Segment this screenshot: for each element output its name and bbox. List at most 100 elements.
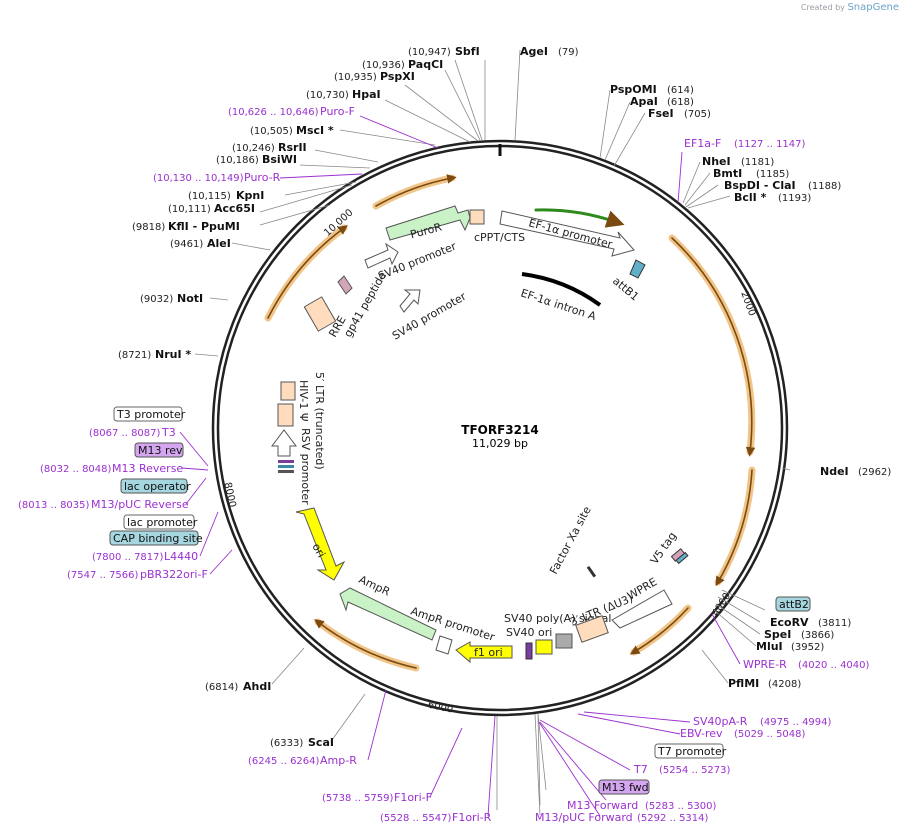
ndei-name[interactable]: NdeI <box>820 465 849 478</box>
kpni-name[interactable]: KpnI <box>236 189 264 202</box>
feature-wpre[interactable] <box>611 589 673 629</box>
t3-name[interactable]: T3 <box>161 426 176 439</box>
feature-ori[interactable] <box>295 507 346 581</box>
t7-name[interactable]: T7 <box>633 763 648 776</box>
feature-ltr5[interactable] <box>277 403 294 427</box>
attb2-box[interactable]: attB2 <box>775 596 811 612</box>
ef1a-f-name[interactable]: EF1a-F <box>684 137 721 150</box>
agei-name[interactable]: AgeI <box>520 45 548 58</box>
feature-gp41[interactable] <box>337 275 353 295</box>
bcli-name[interactable]: BclI * <box>734 191 767 204</box>
noti-name[interactable]: NotI <box>177 292 203 305</box>
cap-binding-site-text: CAP binding site <box>113 532 203 545</box>
t3-promoter-text: T3 promoter <box>116 408 186 421</box>
puro-r-range: (10,130 .. 10,149) <box>153 173 244 184</box>
t3-promoter-box[interactable]: T3 promoter <box>113 406 186 422</box>
lac-cluster-marks <box>278 460 294 473</box>
f1ori-r-name[interactable]: F1ori-R <box>452 811 492 824</box>
clai-name[interactable]: BspDI - ClaI <box>724 179 796 192</box>
kpni-pos: (10,115) <box>188 191 231 202</box>
ecorv-name[interactable]: EcoRV <box>770 616 809 629</box>
m13-rev-box[interactable]: M13 rev <box>134 442 184 458</box>
mlui-name[interactable]: MluI <box>756 640 783 653</box>
scai-name[interactable]: ScaI <box>308 736 334 749</box>
cap-binding-site-box[interactable]: CAP binding site <box>109 530 203 546</box>
puro-r-name[interactable]: Puro-R <box>244 171 281 184</box>
feature-cppt[interactable] <box>469 209 485 225</box>
acc65i-name[interactable]: Acc65I <box>214 202 255 215</box>
t7-promoter-text: T7 promoter <box>657 745 727 758</box>
sv40-promoter-1-arrow <box>364 242 399 269</box>
f1-ori-label: f1 ori <box>474 646 503 659</box>
mlui-pos: (3952) <box>791 642 824 653</box>
fsei-name[interactable]: FseI <box>648 107 674 120</box>
kfli-pos: (9818) <box>132 222 165 233</box>
nhei-name[interactable]: NheI <box>702 155 731 168</box>
credit-prefix: Created by <box>800 3 845 12</box>
m13-fwd-box[interactable]: M13 fwd <box>598 779 650 795</box>
feature-ltr3[interactable] <box>575 615 609 643</box>
m13-reverse-range: (8032 .. 8048) <box>40 464 112 475</box>
orf-arc-2 <box>264 224 348 322</box>
paqci-name[interactable]: PaqCI <box>408 58 443 71</box>
nhei-pos: (1181) <box>741 157 774 168</box>
l4440-name[interactable]: L4440 <box>164 550 198 563</box>
factor-xa-label: Factor Xa site <box>547 504 594 576</box>
nrui-name[interactable]: NruI * <box>155 348 191 361</box>
m13puc-reverse-name[interactable]: M13/pUC Reverse <box>91 498 189 511</box>
feature-ampr[interactable] <box>339 587 437 641</box>
feature-hiv-psi[interactable] <box>280 381 296 401</box>
feature-sv40-ori[interactable] <box>535 639 553 655</box>
lac-operator-box[interactable]: lac operator <box>120 478 191 494</box>
hpai-name[interactable]: HpaI <box>352 88 381 101</box>
m13puc-reverse-range: (8013 .. 8035) <box>18 500 90 511</box>
spei-name[interactable]: SpeI <box>764 628 791 641</box>
v5-tag-marks <box>670 548 689 565</box>
msci-name[interactable]: MscI * <box>296 124 334 137</box>
ahdi-name[interactable]: AhdI <box>243 680 271 693</box>
rsrii-name[interactable]: RsrII <box>278 141 307 154</box>
feature-puror[interactable]: PuroR <box>385 205 471 241</box>
tick-8000: 8000 <box>221 481 237 508</box>
ori-label: ori <box>309 541 327 560</box>
feature-attb1[interactable] <box>629 259 646 279</box>
rsrii-pos: (10,246) <box>232 143 275 154</box>
ebv-rev-name[interactable]: EBV-rev <box>680 727 723 740</box>
backbone-outer <box>211 139 789 717</box>
m13-forward-name[interactable]: M13 Forward <box>567 799 638 812</box>
pflmi-name[interactable]: PflMI <box>728 677 759 690</box>
msci-pos: (10,505) <box>250 126 293 137</box>
m13puc-forward-name[interactable]: M13/pUC Forward <box>535 811 633 824</box>
apai-pos: (618) <box>667 97 694 108</box>
pspxi-name[interactable]: PspXI <box>380 70 415 83</box>
bmti-name[interactable]: BmtI <box>713 167 742 180</box>
feature-rre[interactable] <box>303 296 337 332</box>
pspomi-name[interactable]: PspOMI <box>610 83 657 96</box>
alei-name[interactable]: AleI <box>207 237 231 250</box>
feature-ef1a-promoter[interactable] <box>499 210 635 257</box>
amp-r-name[interactable]: Amp-R <box>320 754 357 767</box>
plasmid-name: TFORF3214 <box>461 423 538 437</box>
kfli-name[interactable]: KflI - PpuMI <box>168 220 240 233</box>
feature-ef1a-intron[interactable] <box>521 272 602 307</box>
scai-pos: (6333) <box>270 738 303 749</box>
feature-f1-ori[interactable] <box>455 641 513 664</box>
l4440-range: (7800 .. 7817) <box>92 552 164 563</box>
bsiwi-name[interactable]: BsiWI <box>262 153 297 166</box>
apai-name[interactable]: ApaI <box>630 95 658 108</box>
pbr322ori-f-name[interactable]: pBR322ori-F <box>140 568 208 581</box>
puro-f-name[interactable]: Puro-F <box>320 105 355 118</box>
sbfi-name[interactable]: SbfI <box>455 45 480 58</box>
t7-promoter-box[interactable]: T7 promoter <box>654 743 727 759</box>
m13-forward-range: (5283 .. 5300) <box>645 801 717 812</box>
f1ori-f-name[interactable]: F1ori-F <box>394 791 432 804</box>
sv40-ori-mark <box>525 642 533 660</box>
m13-reverse-name[interactable]: M13 Reverse <box>112 462 183 475</box>
snapgene-credit: Created by SnapGene <box>801 2 899 13</box>
feature-sv40-polya[interactable] <box>555 633 573 649</box>
m13-rev-text: M13 rev <box>138 444 183 457</box>
sv40pa-r-name[interactable]: SV40pA-R <box>693 715 748 728</box>
wpre-r-name[interactable]: WPRE-R <box>743 658 787 671</box>
clai-pos: (1188) <box>808 181 841 192</box>
lac-promoter-box[interactable]: lac promoter <box>123 514 198 530</box>
